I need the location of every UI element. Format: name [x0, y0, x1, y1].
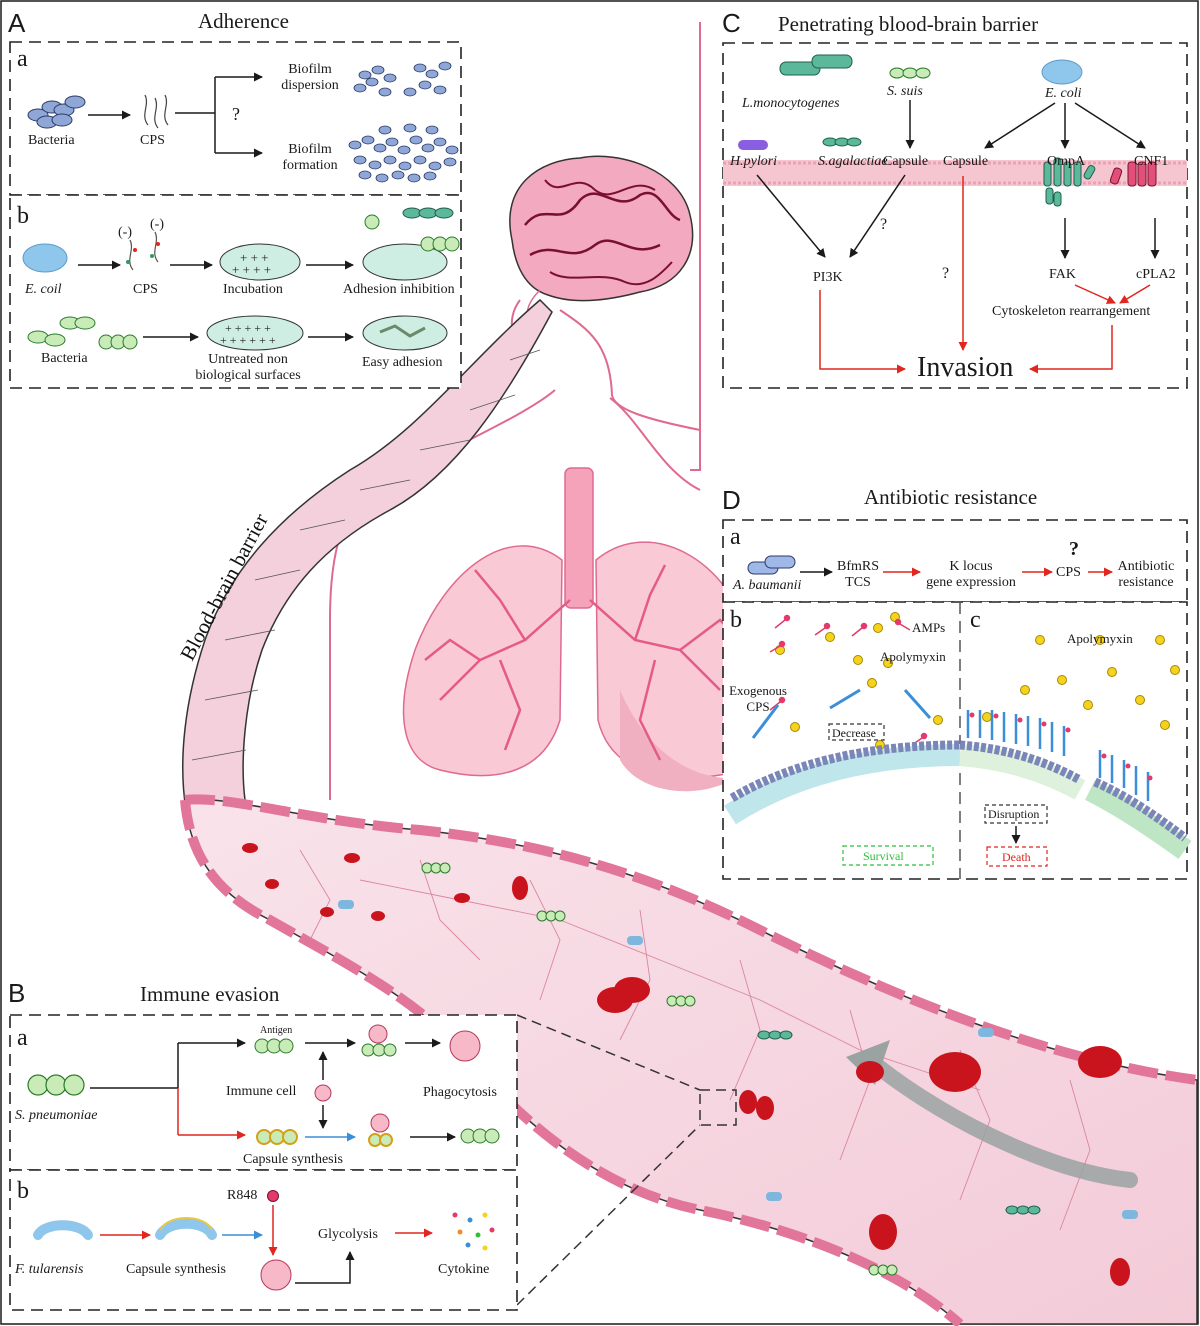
ab-easy-adhesion-label: Easy adhesion: [362, 355, 443, 370]
db-amps-label: AMPs: [912, 620, 946, 635]
svg-text:+ + +: + + +: [240, 250, 269, 265]
dc-death-label: Death: [1002, 850, 1031, 864]
panel-a-letter: A: [8, 8, 26, 38]
panel-da-letter: a: [730, 524, 741, 550]
c-question-mark-1: ?: [880, 216, 888, 233]
ab-negative-charge-2: (-): [150, 217, 164, 232]
ba-phagocytosis-label: Phagocytosis: [423, 1085, 497, 1100]
ab-bacteria-label: Bacteria: [41, 351, 88, 366]
c-capsule-ecoli-label: Capsule: [943, 154, 989, 169]
c-ssuis-label: S. suis: [887, 84, 923, 99]
panel-d-letter: D: [722, 485, 741, 515]
membrane-survival: [724, 740, 961, 825]
ba-capsule-synthesis-label: Capsule synthesis: [243, 1152, 343, 1167]
ab-incubation-label: Incubation: [223, 282, 283, 297]
c-fak-label: FAK: [1049, 267, 1076, 282]
dc-apolymyxin-label: Apolymyxin: [1067, 631, 1133, 646]
bb-ftularensis-label: F. tularensis: [15, 1262, 84, 1277]
panel-aa-letter: a: [17, 46, 28, 72]
panel-ab-letter: b: [17, 203, 29, 229]
panel-ba-letter: a: [17, 1025, 28, 1051]
db-decrease-label: Decrease: [832, 726, 876, 740]
brain: [509, 155, 694, 321]
ba-immune-cell-label: Immune cell: [226, 1084, 297, 1099]
ab-negative-charge-1: (-): [118, 225, 132, 240]
panel-b-letter: B: [8, 978, 26, 1008]
panel-b: [9, 1014, 518, 1311]
ba-antigen-label: Antigen: [260, 1025, 293, 1036]
membrane-death: [959, 710, 1192, 859]
bb-glycolysis-label: Glycolysis: [318, 1227, 378, 1242]
c-ompa-label: OmpA: [1047, 154, 1086, 169]
c-cytoskeleton-label: Cytoskeleton rearrangement: [992, 304, 1151, 319]
c-ecoli-label: E. coli: [1045, 86, 1082, 101]
panel-c: [722, 42, 1188, 389]
c-lmonocytogenes-label: L.monocytogenes: [742, 96, 840, 111]
panel-bb-letter: b: [17, 1178, 29, 1204]
ab-adhesion-inhibition-label: Adhesion inhibition: [343, 282, 455, 297]
da-cps-label: CPS: [1056, 565, 1081, 580]
panel-d: [722, 519, 1192, 880]
panel-a-title: Adherence: [198, 9, 289, 33]
panel-c-letter: C: [722, 8, 741, 38]
db-apolymyxin-label: Apolymyxin: [880, 649, 946, 664]
bb-capsule-synthesis-label: Capsule synthesis: [126, 1262, 226, 1277]
c-hpylori-label: H.pylori: [730, 154, 778, 169]
dc-disruption-label: Disruption: [988, 807, 1040, 821]
svg-text:+ + + + +: + + + + +: [225, 321, 271, 335]
aa-bacteria-label: Bacteria: [28, 133, 75, 148]
c-capsule-ssuis-label: Capsule: [883, 154, 929, 169]
panel-a: + + + + + + + + + + + + + + + + + +: [9, 41, 462, 389]
panel-db-letter: b: [730, 607, 742, 633]
bb-cytokine-label: Cytokine: [438, 1262, 490, 1277]
bb-r848-label: R848: [227, 1188, 258, 1203]
aa-cps-label: CPS: [140, 133, 165, 148]
c-question-mark-2: ?: [942, 265, 950, 282]
ba-spneumoniae-label: S. pneumoniae: [15, 1108, 98, 1123]
lungs: [402, 467, 761, 792]
aa-question-mark: ?: [232, 104, 240, 124]
ab-cps-label: CPS: [133, 282, 158, 297]
panel-dc-letter: c: [970, 607, 981, 633]
db-survival-label: Survival: [863, 849, 904, 863]
c-pi3k-label: PI3K: [813, 270, 843, 285]
svg-text:+ + + +: + + + +: [232, 262, 271, 277]
panel-d-title: Antibiotic resistance: [864, 485, 1038, 509]
c-invasion-label: Invasion: [917, 352, 1014, 383]
c-cnf1-label: CNF1: [1134, 154, 1169, 169]
da-abaumanii-label: A. baumanii: [733, 578, 802, 593]
da-question-mark: ?: [1069, 538, 1079, 560]
c-sagalactiae-label: S.agalactiae: [818, 154, 888, 169]
svg-text:+ + + + + +: + + + + + +: [220, 333, 276, 347]
panel-b-title: Immune evasion: [140, 982, 280, 1006]
c-cpla2-label: cPLA2: [1136, 267, 1176, 282]
panel-c-title: Penetrating blood-brain barrier: [778, 12, 1039, 36]
ab-ecoil-label: E. coil: [25, 282, 62, 297]
zoom-callout: [516, 1014, 737, 1306]
